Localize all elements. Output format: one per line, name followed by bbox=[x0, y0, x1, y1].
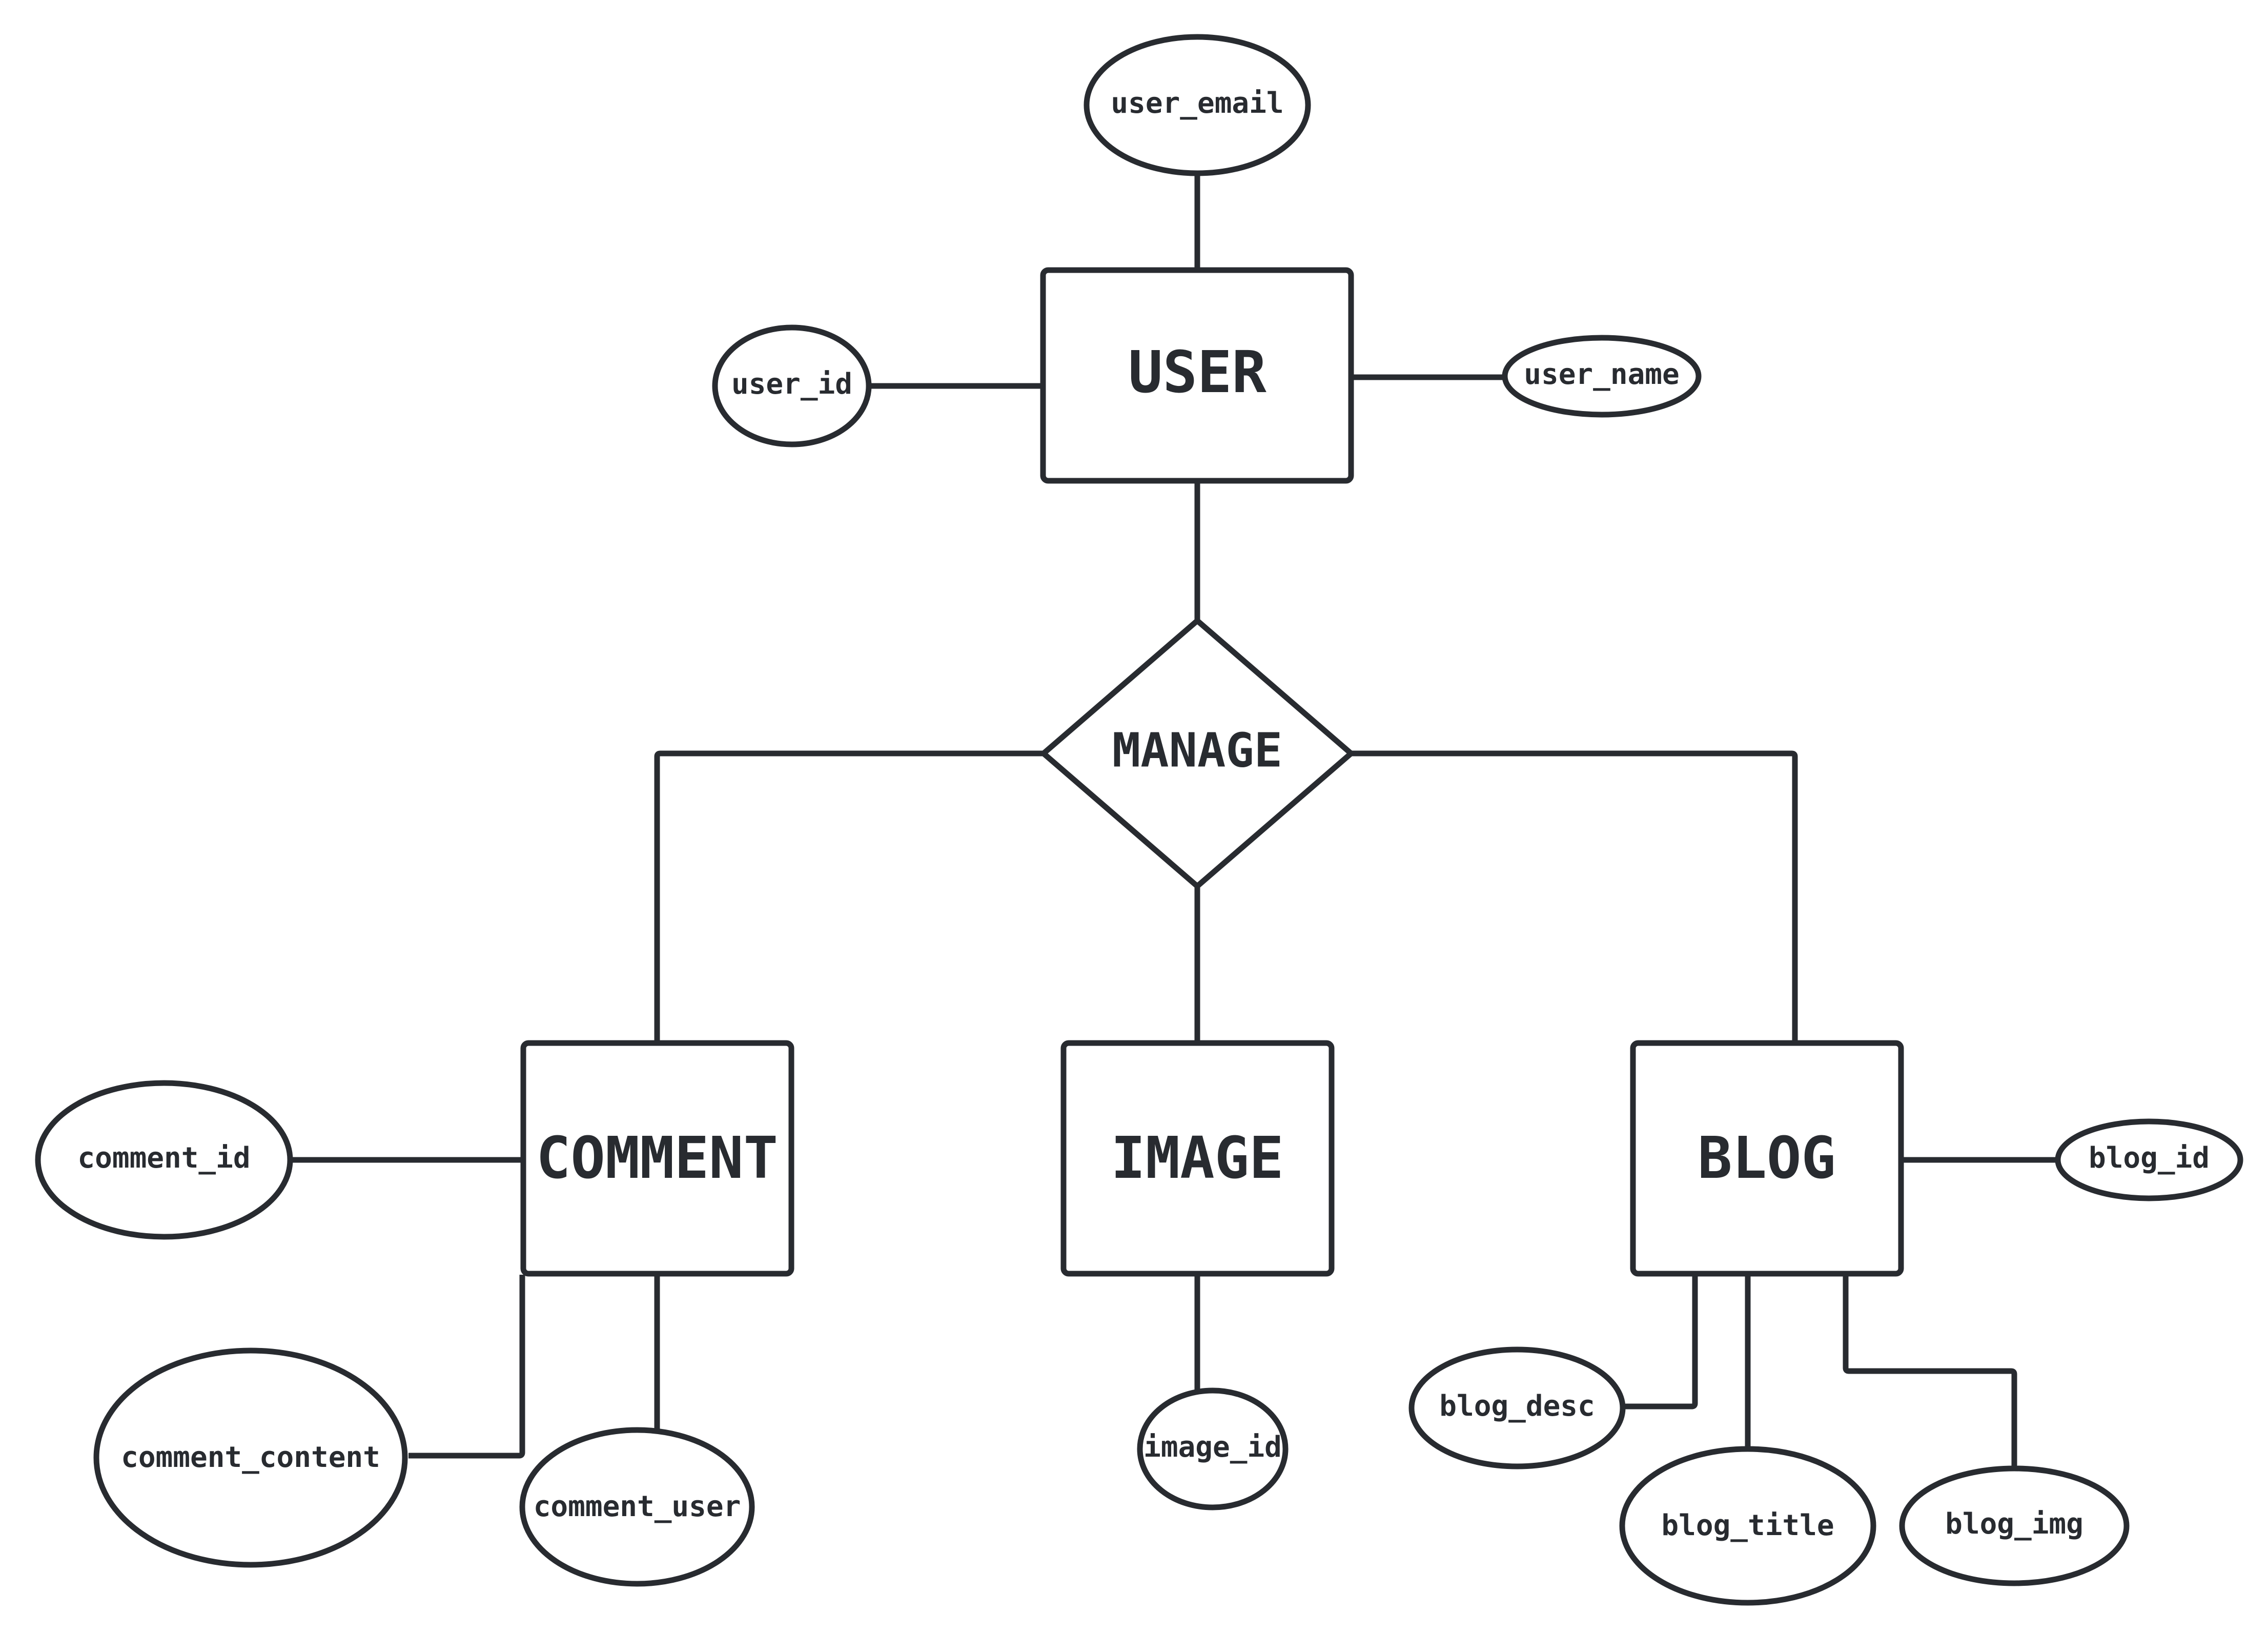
entity-comment-box bbox=[520, 1040, 794, 1277]
connector-blog-desc bbox=[1623, 1275, 1698, 1410]
attribute-comment-id[interactable]: comment_id bbox=[35, 1080, 293, 1240]
attribute-user-email-ellipse bbox=[1084, 34, 1311, 176]
entity-user[interactable]: USER bbox=[1040, 267, 1354, 484]
entity-blog-label: BLOG bbox=[1698, 1125, 1836, 1192]
attribute-blog-id[interactable]: blog_id bbox=[2055, 1118, 2243, 1201]
attribute-blog-img-label: blog_img bbox=[1945, 1507, 2083, 1541]
attribute-comment-content-label: comment_content bbox=[121, 1441, 380, 1474]
entity-image[interactable]: IMAGE bbox=[1060, 1040, 1335, 1277]
relationship-manage[interactable]: MANAGE bbox=[1040, 618, 1354, 889]
connector-blog-img bbox=[1843, 1275, 2017, 1467]
connector-comment-content bbox=[408, 1275, 525, 1459]
attribute-user-name-ellipse bbox=[1502, 335, 1702, 418]
attribute-blog-id-ellipse bbox=[2055, 1118, 2243, 1201]
attribute-blog-id-label: blog_id bbox=[2089, 1141, 2210, 1175]
entity-image-box bbox=[1060, 1040, 1335, 1277]
attribute-comment-user-label: comment_user bbox=[534, 1490, 741, 1523]
relationship-manage-label: MANAGE bbox=[1112, 723, 1282, 778]
attribute-blog-img[interactable]: blog_img bbox=[1899, 1465, 2130, 1586]
attribute-comment-id-label: comment_id bbox=[77, 1141, 250, 1175]
attribute-comment-content[interactable]: comment_content bbox=[93, 1347, 408, 1568]
connectors bbox=[290, 174, 2057, 1467]
attribute-user-id-ellipse bbox=[712, 324, 872, 447]
attribute-comment-content-ellipse bbox=[93, 1347, 408, 1568]
connector-manage-blog bbox=[1351, 750, 1798, 1042]
attribute-user-id-label: user_id bbox=[731, 367, 852, 401]
entity-comment-label: COMMENT bbox=[536, 1125, 778, 1192]
attribute-blog-img-ellipse bbox=[1899, 1465, 2130, 1586]
attribute-blog-title-ellipse bbox=[1619, 1446, 1876, 1606]
attribute-image-id-ellipse bbox=[1137, 1387, 1289, 1510]
attribute-user-email-label: user_email bbox=[1111, 87, 1283, 120]
entity-blog-box bbox=[1630, 1040, 1904, 1277]
attribute-blog-title-label: blog_title bbox=[1661, 1509, 1834, 1542]
entity-user-label: USER bbox=[1128, 339, 1266, 406]
attribute-image-id-label: image_id bbox=[1143, 1431, 1282, 1464]
attribute-image-id[interactable]: image_id bbox=[1137, 1387, 1289, 1510]
connector-manage-comment bbox=[654, 750, 1045, 1042]
attribute-user-name-label: user_name bbox=[1524, 358, 1679, 391]
attribute-user-email[interactable]: user_email bbox=[1084, 34, 1311, 176]
attribute-comment-id-ellipse bbox=[35, 1080, 293, 1240]
entity-image-label: IMAGE bbox=[1111, 1125, 1283, 1192]
attribute-blog-title[interactable]: blog_title bbox=[1619, 1446, 1876, 1606]
attribute-comment-user-ellipse bbox=[519, 1427, 755, 1587]
attribute-blog-desc-label: blog_desc bbox=[1439, 1390, 1595, 1423]
entity-user-box bbox=[1040, 267, 1354, 484]
attribute-comment-user[interactable]: comment_user bbox=[519, 1427, 755, 1587]
attribute-blog-desc-ellipse bbox=[1408, 1346, 1626, 1469]
attribute-user-id[interactable]: user_id bbox=[712, 324, 872, 447]
entity-blog[interactable]: BLOG bbox=[1630, 1040, 1904, 1277]
attribute-user-name[interactable]: user_name bbox=[1502, 335, 1702, 418]
entity-comment[interactable]: COMMENT bbox=[520, 1040, 794, 1277]
attribute-blog-desc[interactable]: blog_desc bbox=[1408, 1346, 1626, 1469]
relationship-manage-diamond bbox=[1040, 618, 1354, 889]
